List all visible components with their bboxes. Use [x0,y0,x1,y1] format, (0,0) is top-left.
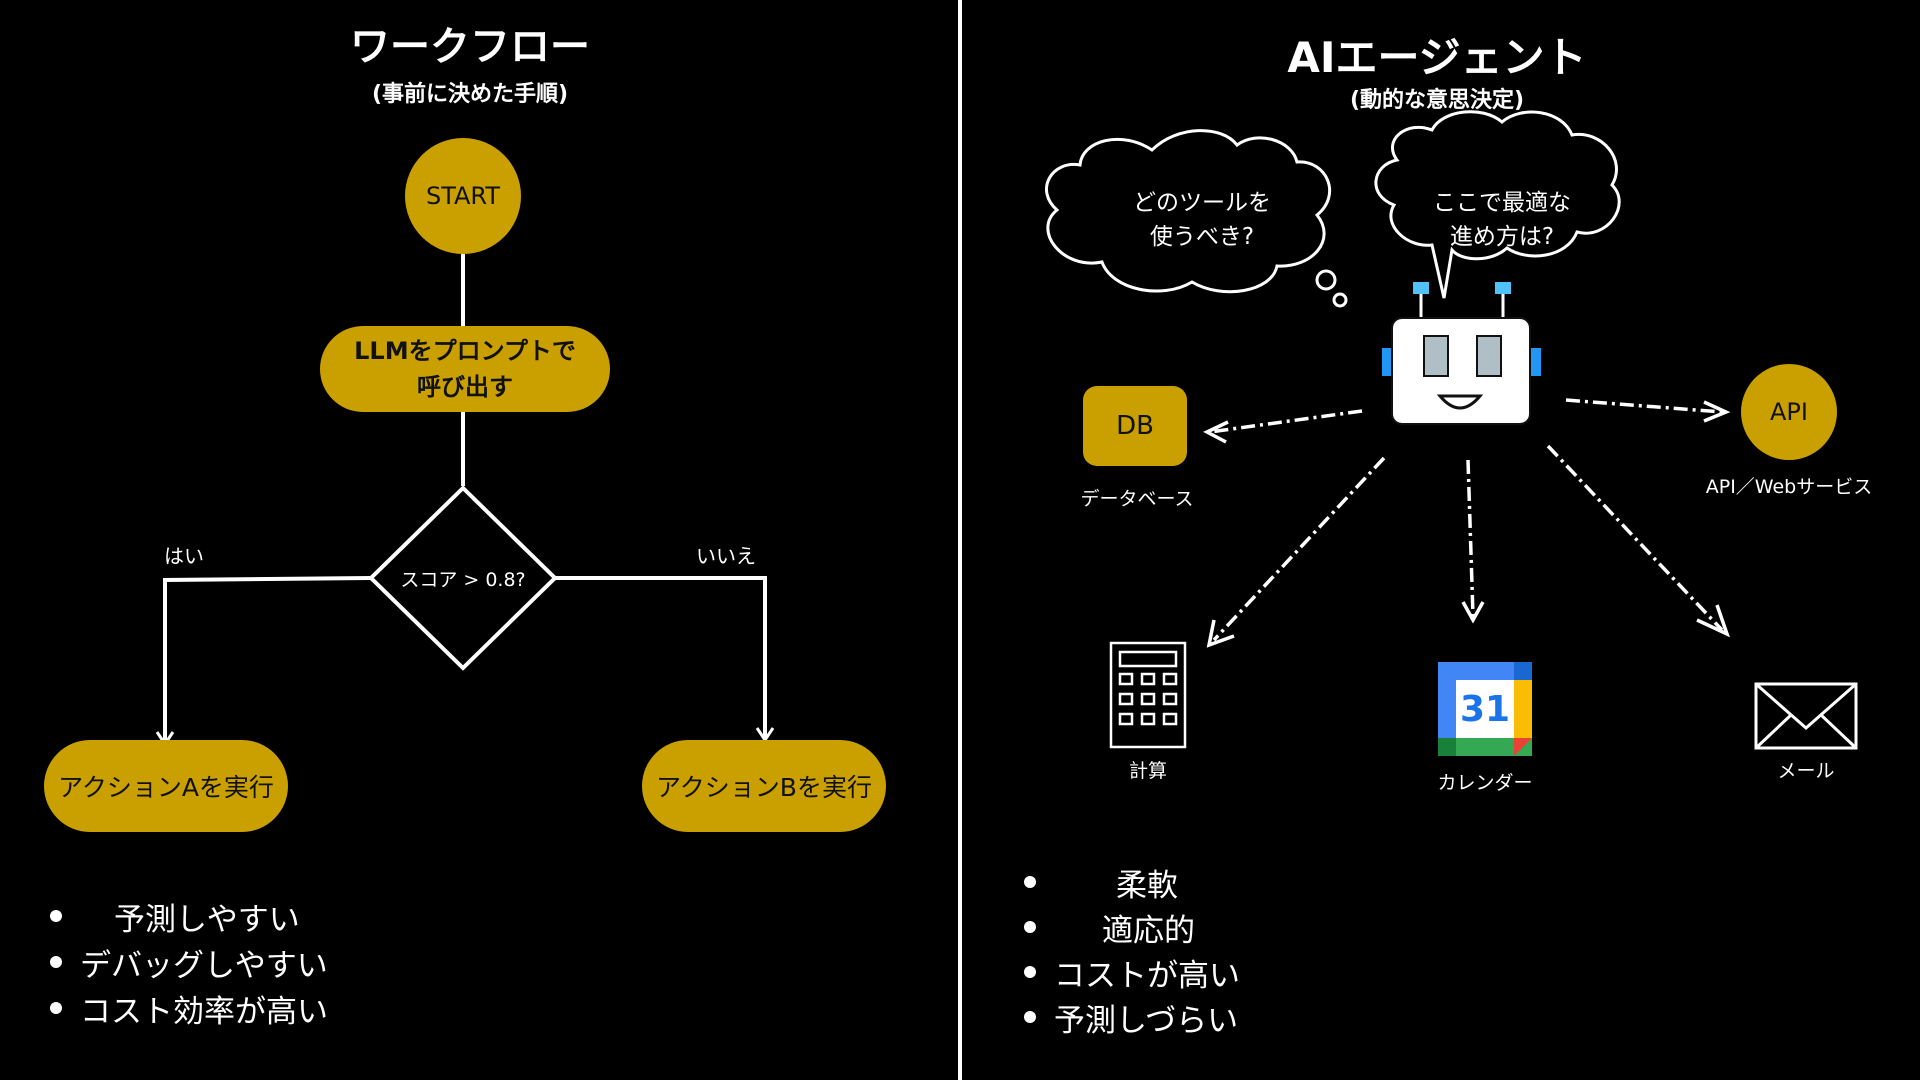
api-text: API [1770,398,1808,426]
bullet-dot [50,910,62,922]
bullet-item: コスト効率が高い [48,986,328,1032]
envelope-icon [1754,682,1858,750]
bullet-dot [50,1002,62,1014]
decision-label: スコア > 0.8? [400,568,526,591]
calendar-number: 31 [1459,688,1511,730]
action-a-node [44,740,288,832]
bullet-dot [1024,921,1036,933]
thought-cloud-right [1374,110,1621,299]
bullet-dot [1024,1011,1036,1023]
bullet-item: 予測しやすい [48,894,328,940]
thought-right-text: ここで最適な 進め方は? [1433,190,1571,250]
workflow-title: ワークフロー [350,24,590,70]
action-b-node [642,740,886,832]
bullet-item: デバッグしやすい [48,940,328,986]
calculator-label: 計算 [1128,760,1167,782]
bullet-item: 柔軟 [1022,860,1240,905]
api-icon [1741,364,1837,460]
bullet-item: コストが高い [1022,950,1240,995]
start-label: START [425,182,501,210]
bullet-item: 適応的 [1022,905,1240,950]
thought-left-text: どのツールを 使うべき? [1133,190,1271,250]
workflow-panel: ワークフロー (事前に決めた手順) START LLMをプロンプトで 呼び出す … [0,0,958,1080]
bullet-item: 予測しづらい [1022,995,1240,1040]
workflow-bullets: 予測しやすい デバッグしやすい コスト効率が高い [48,894,328,1032]
action-a-label: アクションAを実行 [58,773,274,802]
action-b-label: アクションBを実行 [656,773,872,802]
prompt-node [320,326,610,412]
thought-cloud-left [1045,129,1348,308]
bullet-dot [50,956,62,968]
db-icon [1083,386,1187,466]
mail-label: メール [1777,760,1835,782]
bullet-dot [1024,966,1036,978]
robot-icon [1382,282,1541,425]
calendar-icon [1438,662,1532,756]
panel-divider [958,0,962,1080]
tool-arrows [1209,398,1724,642]
no-label: いいえ [696,544,756,568]
api-label: API／Webサービス [1705,476,1873,498]
bullet-dot [1024,876,1036,888]
start-node [405,138,521,254]
prompt-label: LLMをプロンプトで 呼び出す [354,337,576,401]
agent-diagram [1045,110,1858,756]
agent-panel: AIエージェント (動的な意思決定) どのツールを 使うべき? ここで最適な 進… [962,0,1920,1080]
db-label: データベース [1080,488,1194,510]
db-text: DB [1116,411,1154,441]
calendar-label: カレンダー [1437,772,1533,794]
agent-bullets: 柔軟 適応的 コストが高い 予測しづらい [1022,860,1240,1040]
decision-diamond [368,485,558,671]
yes-label: はい [164,544,204,568]
agent-title: AIエージェント [1287,33,1587,82]
workflow-connectors [44,138,886,832]
agent-subtitle: (動的な意思決定) [1349,88,1525,113]
workflow-subtitle: (事前に決めた手順) [371,82,569,107]
calculator-icon [1109,641,1187,749]
